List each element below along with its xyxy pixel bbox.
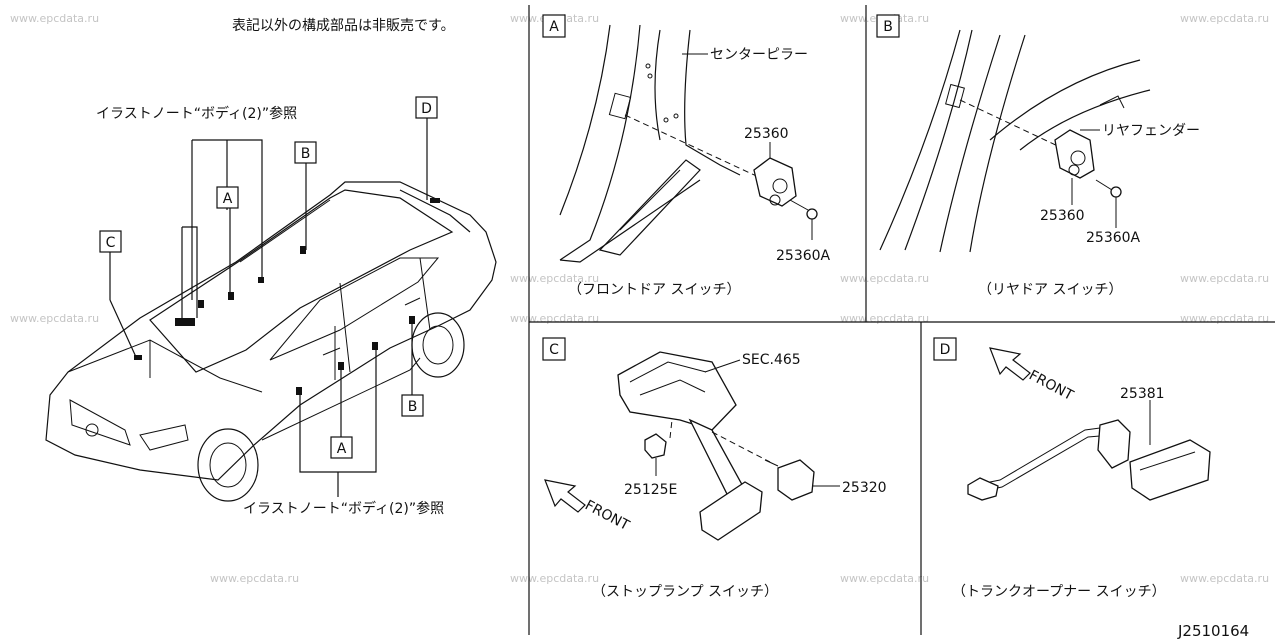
ref-note-bottom: イラストノート“ボディ(2)”参照 [243, 500, 444, 517]
label-rear-fender: リヤフェンダー [1102, 123, 1200, 139]
svg-text:B: B [408, 399, 418, 415]
watermark: www.epcdata.ru [510, 572, 599, 585]
part-25320: 25320 [842, 480, 887, 496]
caption-rear-door-switch: （リヤドア スイッチ） [978, 282, 1122, 298]
part-25381: 25381 [1120, 386, 1165, 402]
box-b-bottom: B [401, 394, 424, 417]
part-25125e: 25125E [624, 482, 677, 498]
svg-text:B: B [301, 146, 311, 162]
top-note: 表記以外の構成部品は非販売です。 [232, 17, 455, 34]
label-sec-465: SEC.465 [742, 352, 801, 368]
watermark: www.epcdata.ru [10, 12, 99, 25]
caption-stop-lamp-switch: （ストップランプ スイッチ） [592, 584, 778, 600]
watermark: www.epcdata.ru [840, 272, 929, 285]
front-label-c: FRONT [582, 497, 632, 534]
caption-front-door-switch: （フロントドア スイッチ） [568, 282, 740, 298]
front-arrow-icon: FRONT [544, 479, 632, 534]
panel-d: D FRONT 25381 （トランクオープナー スイッチ） [933, 337, 1211, 600]
watermark: www.epcdata.ru [1180, 312, 1269, 325]
part-25360-b: 25360 [1040, 208, 1085, 224]
front-label-d: FRONT [1026, 367, 1076, 404]
watermark: www.epcdata.ru [1180, 572, 1269, 585]
svg-text:C: C [106, 235, 116, 251]
panel-b-letter: B [883, 19, 893, 35]
ref-note-top: イラストノート“ボディ(2)”参照 [96, 105, 297, 122]
svg-text:A: A [223, 191, 233, 207]
box-a-top: A [216, 186, 239, 209]
overview-leaders [109, 118, 428, 497]
panel-b: B リヤフェンダー 25360 25360A （リヤドア スイッチ） [876, 14, 1200, 298]
car-illustration [45, 181, 497, 502]
box-d: D [415, 96, 438, 119]
box-c: C [99, 230, 122, 253]
front-arrow-icon: FRONT [989, 347, 1076, 404]
diagram-id: J2510164 [1177, 622, 1249, 640]
panel-a-letter: A [549, 19, 559, 35]
box-a-bottom: A [330, 436, 353, 459]
part-25360a-b: 25360A [1086, 230, 1141, 246]
label-center-pillar: センターピラー [710, 47, 808, 63]
svg-text:A: A [337, 441, 347, 457]
panel-frame [528, 5, 1275, 635]
watermark: www.epcdata.ru [1180, 272, 1269, 285]
panel-a: A センターピラー 25360 25360A （フロントドア スイッチ） [542, 14, 831, 298]
watermark: www.epcdata.ru [510, 272, 599, 285]
svg-text:D: D [421, 101, 432, 117]
watermark: www.epcdata.ru [840, 572, 929, 585]
watermark: www.epcdata.ru [10, 312, 99, 325]
part-25360a-a: 25360A [776, 248, 831, 264]
watermark: www.epcdata.ru [510, 312, 599, 325]
panel-c: C SEC.465 25125E 25320 FRONT （ストップランプ スイ… [542, 337, 887, 600]
watermark: www.epcdata.ru [210, 572, 299, 585]
watermark: www.epcdata.ru [1180, 12, 1269, 25]
panel-d-letter: D [940, 342, 951, 358]
part-25360-a: 25360 [744, 126, 789, 142]
box-b-top: B [294, 141, 317, 164]
watermarks: www.epcdata.ru www.epcdata.ru www.epcdat… [10, 12, 1269, 585]
caption-trunk-opener-switch: （トランクオープナー スイッチ） [952, 584, 1166, 600]
watermark: www.epcdata.ru [840, 312, 929, 325]
panel-c-letter: C [549, 342, 559, 358]
